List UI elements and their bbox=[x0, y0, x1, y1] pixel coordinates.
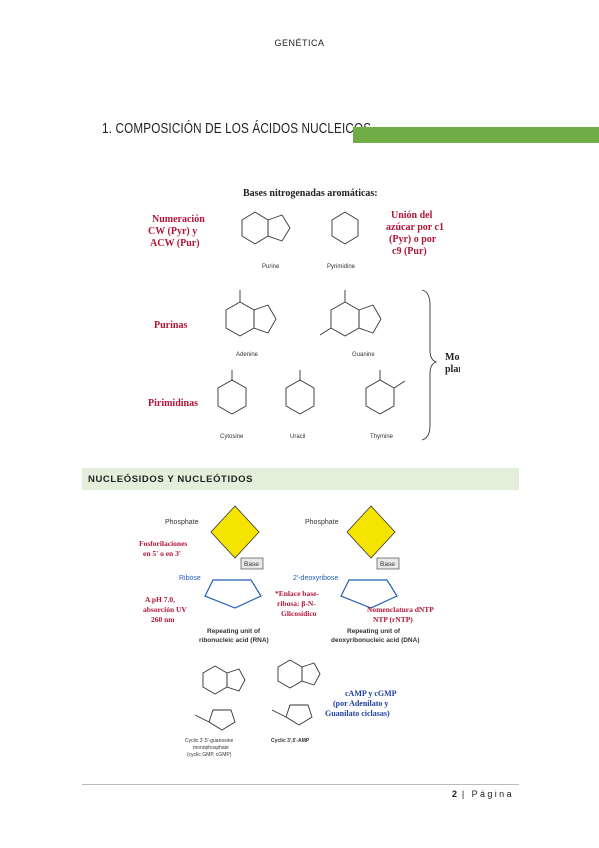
uracil-label: Uracil bbox=[290, 434, 305, 440]
dna-deoxyribose-ring bbox=[340, 579, 398, 609]
dna-base-box bbox=[376, 557, 400, 570]
footer-divider bbox=[82, 784, 519, 785]
camp-1: cAMP y cGMP bbox=[345, 689, 397, 698]
header-title: GENÉTICA bbox=[274, 38, 325, 48]
rna-phosphate-diamond bbox=[210, 505, 260, 559]
fig1-numeracion-3: ACW (Pur) bbox=[150, 238, 200, 249]
section-title: 1. COMPOSICIÓN DE LOS ÁCIDOS NUCLEICOS bbox=[102, 120, 372, 137]
fig1-title: Bases nitrogenadas aromáticas: bbox=[243, 188, 378, 199]
rna-ribose-label: Ribose bbox=[179, 575, 201, 582]
rna-phosphate-label: Phosphate bbox=[165, 519, 199, 526]
molecules-bracket bbox=[421, 289, 438, 441]
moleculas-1: Moléculas bbox=[445, 352, 460, 363]
dna-caption-2: deoxyribonucleic acid (DNA) bbox=[331, 637, 420, 644]
rna-base-box bbox=[240, 557, 264, 570]
fig1-union-1: Unión del bbox=[391, 210, 433, 221]
nomenclatura-1: Nomenclatura dNTP y bbox=[367, 605, 435, 614]
dna-caption-1: Repeating unit of bbox=[347, 628, 401, 635]
purine-label: Purine bbox=[262, 264, 280, 270]
camp-3: Guanilato ciclasas) bbox=[325, 709, 390, 718]
nomenclatura-2: NTP (rNTP) bbox=[373, 615, 413, 624]
adenine-structure bbox=[225, 290, 277, 337]
subsection-bar bbox=[82, 468, 519, 490]
camp-caption: Cyclic 3',5'-AMP bbox=[271, 738, 310, 744]
adenine-label: Adenine bbox=[236, 352, 259, 358]
dna-deoxyribose-label: 2'-deoxyribose bbox=[293, 575, 338, 582]
purinas-label: Purinas bbox=[154, 320, 187, 331]
dna-phosphate-label: Phosphate bbox=[305, 519, 339, 526]
cytosine-label: Cytosine bbox=[220, 434, 244, 440]
fosforilaciones-1: Fosforilaciones bbox=[139, 539, 187, 548]
subsection-title: NUCLEÓSIDOS Y NUCLEÓTIDOS bbox=[88, 474, 254, 485]
purine-structure bbox=[241, 211, 291, 245]
ph-1: A pH 7.0, bbox=[145, 595, 175, 604]
cgmp-caption-1: Cyclic 3',5'-guanosine bbox=[185, 738, 234, 744]
page-label: Página bbox=[471, 789, 514, 799]
enlace-1: *Enlace base- bbox=[275, 589, 319, 598]
rna-ribose-ring bbox=[204, 579, 262, 609]
figure-nucleotides: Phosphate Fosforilaciones en 5' o en 3' … bbox=[139, 505, 435, 758]
fig1-union-4: c9 (Pur) bbox=[392, 246, 427, 257]
guanine-structure bbox=[319, 290, 382, 337]
rna-base-label: Base bbox=[244, 561, 259, 568]
rna-caption-1: Repeating unit of bbox=[207, 628, 261, 635]
dna-base-label: Base bbox=[380, 561, 395, 568]
pirimidinas-label: Pirimidinas bbox=[148, 398, 198, 409]
fosforilaciones-2: en 5' o en 3' bbox=[143, 549, 181, 558]
fig1-numeracion-1: Numeración bbox=[152, 214, 205, 225]
figure-nitrogenous-bases: Bases nitrogenadas aromáticas: Numeració… bbox=[148, 188, 460, 441]
camp-2: (por Adenilato y bbox=[333, 699, 388, 708]
fig1-numeracion-2: CW (Pyr) y bbox=[148, 226, 197, 237]
ph-2: absorción UV bbox=[143, 605, 187, 614]
enlace-3: Glicosídico bbox=[281, 609, 317, 618]
guanine-label: Guanine bbox=[352, 352, 375, 358]
dna-phosphate-diamond bbox=[346, 505, 396, 559]
pyrimidine-label: Pyrimidine bbox=[327, 264, 356, 270]
camp-structure bbox=[271, 659, 321, 726]
ph-3: 260 nm bbox=[151, 615, 175, 624]
rna-caption-2: ribonucleic acid (RNA) bbox=[199, 637, 269, 644]
cgmp-structure bbox=[194, 665, 246, 731]
footer: 2 | Página bbox=[452, 789, 514, 799]
fig1-union-3: (Pyr) o por bbox=[389, 234, 437, 245]
enlace-2: ribosa: β-N- bbox=[277, 599, 316, 608]
cytosine-structure bbox=[217, 370, 247, 415]
thymine-label: Thymine bbox=[370, 434, 394, 440]
section-title-bar bbox=[353, 127, 599, 143]
cgmp-caption-2: monophosphate bbox=[193, 745, 229, 751]
thymine-structure bbox=[365, 370, 406, 415]
pyrimidine-structure bbox=[331, 211, 359, 245]
cgmp-caption-3: (cyclic GMP, cGMP) bbox=[187, 752, 232, 758]
moleculas-2: planares bbox=[445, 364, 460, 375]
fig1-union-2: azúcar por c1 bbox=[386, 222, 444, 233]
uracil-structure bbox=[285, 370, 315, 415]
page-number: 2 bbox=[452, 789, 458, 799]
